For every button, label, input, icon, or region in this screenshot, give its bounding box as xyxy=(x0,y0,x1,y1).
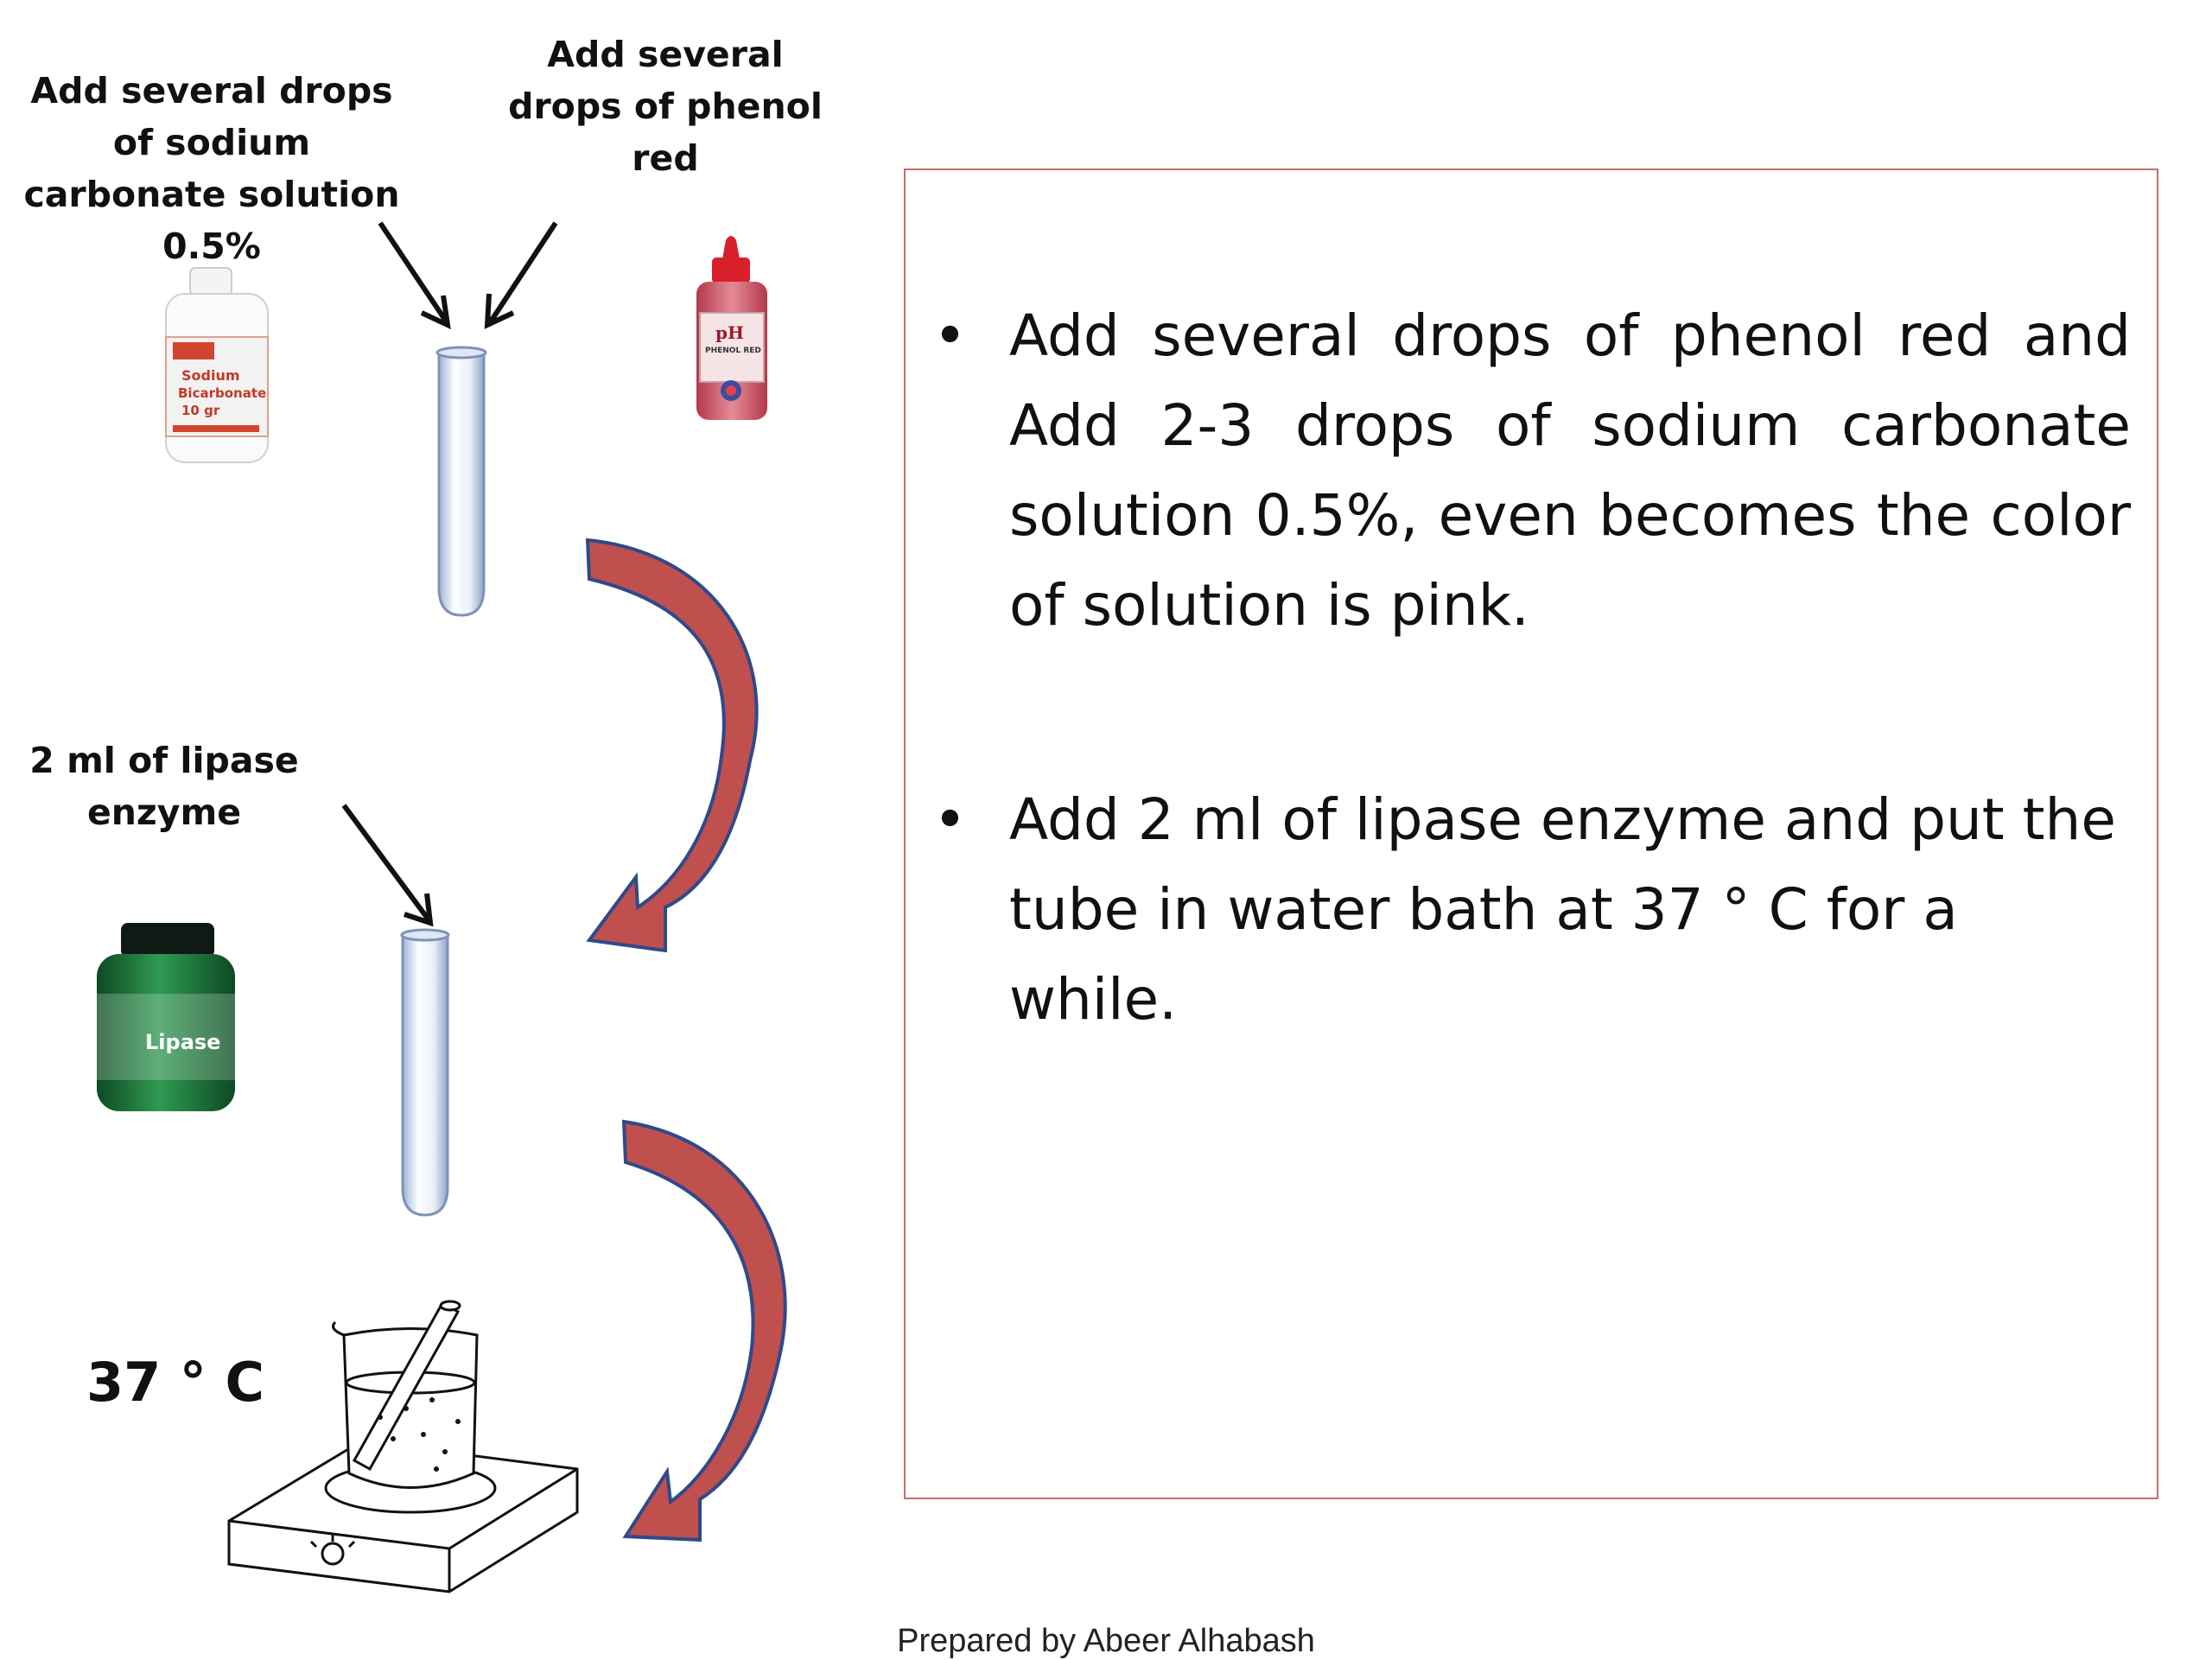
instruction-bullet-1: • Add several drops of phenol red and Ad… xyxy=(933,291,2131,651)
instruction-text-2: Add 2 ml of lipase enzyme and put the tu… xyxy=(1009,786,2116,1033)
lipase-label: 2 ml of lipase enzyme xyxy=(29,740,299,833)
bottle-text-phenol: PHENOL RED xyxy=(705,347,761,355)
water-bath-illustration xyxy=(227,1300,579,1593)
bottle-text-weight: 10 gr xyxy=(181,403,220,418)
test-tube-1 xyxy=(435,346,487,617)
pointer-arrow-sodium xyxy=(378,221,451,330)
curved-arrow-1 xyxy=(585,537,759,953)
bottle-text-lipase: Lipase xyxy=(145,1030,220,1054)
instructions-box: • Add several drops of phenol red and Ad… xyxy=(904,169,2158,1499)
instruction-text-1: Add several drops of phenol red and Add … xyxy=(1009,302,2131,639)
footer-credit: Prepared by Abeer Alhabash xyxy=(897,1623,1315,1659)
bullet-dot: • xyxy=(933,786,967,853)
curved-arrow-2 xyxy=(621,1119,787,1542)
instruction-bullet-2: • Add 2 ml of lipase enzyme and put the … xyxy=(933,775,2131,1045)
bullet-dot: • xyxy=(933,302,967,369)
temperature-label: 37 ° C xyxy=(86,1351,264,1414)
pointer-arrow-phenol xyxy=(484,221,558,329)
pointer-arrow-lipase xyxy=(341,804,434,927)
bottle-text-bicarbonate: Bicarbonate xyxy=(178,385,266,401)
sodium-carbonate-label: Add several drops of sodium carbonate so… xyxy=(23,70,400,267)
test-tube-2 xyxy=(400,928,450,1217)
bottle-text-sodium: Sodium xyxy=(181,367,240,384)
phenol-red-label: Add several drops of phenol red xyxy=(508,34,823,179)
phenol-red-bottle: pH PHENOL RED xyxy=(696,236,767,420)
sodium-bicarbonate-bottle: Sodium Bicarbonate 10 gr xyxy=(165,267,269,463)
bottle-text-ph: pH xyxy=(715,322,744,343)
lipase-bottle: Lipase xyxy=(97,923,235,1111)
